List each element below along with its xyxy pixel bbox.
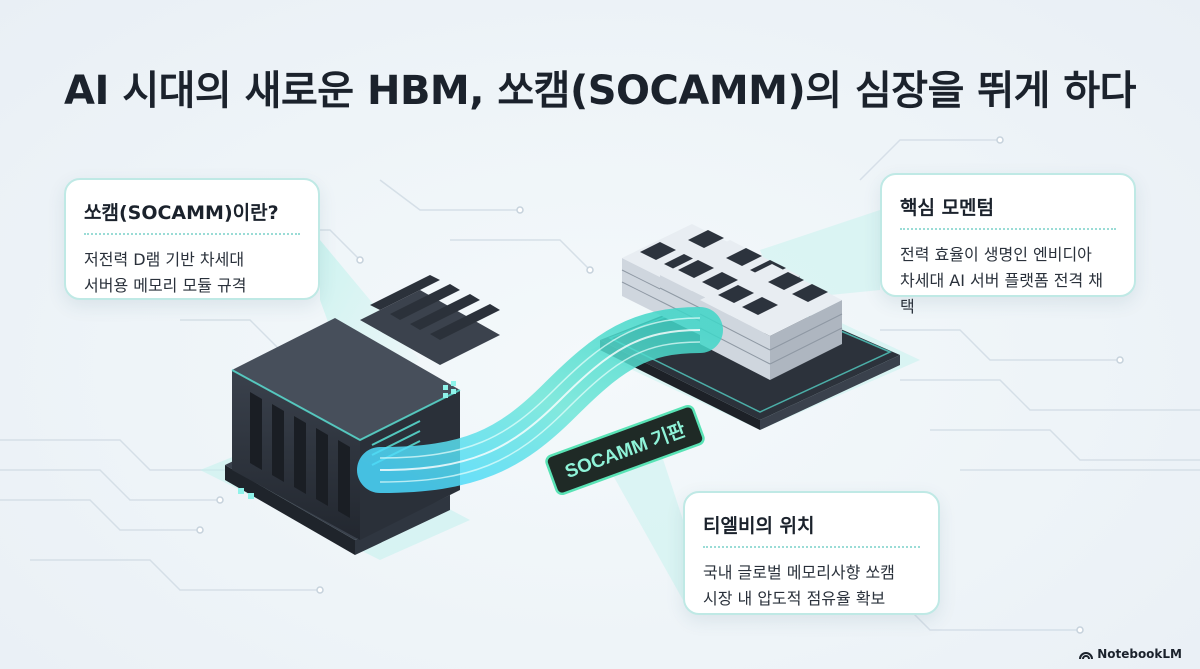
card-divider [703, 546, 920, 548]
card-momentum-title: 핵심 모멘텀 [900, 197, 995, 219]
card-divider [900, 228, 1116, 230]
footer-brand-text: NotebookLM [1097, 647, 1182, 661]
data-cable [357, 307, 723, 493]
card-socamm-title: 쏘캠(SOCAMM)이란? [84, 202, 279, 224]
card-position: 티엘비의 위치 국내 글로벌 메모리사향 쏘캠 시장 내 압도적 점유율 확보 [683, 491, 940, 615]
page-title: AI 시대의 새로운 HBM, 쏘캠(SOCAMM)의 심장을 뛰게 하다 [64, 68, 1136, 114]
card-socamm-line-1: 저전력 D램 기반 차세대 [84, 250, 245, 269]
card-momentum-line-1: 전력 효율이 생명인 엔비디아 [900, 245, 1092, 264]
card-position-title: 티엘비의 위치 [703, 515, 815, 537]
card-momentum-line-2: 차세대 AI 서버 플랫폼 전격 채택 [900, 271, 1104, 316]
card-position-line-2: 시장 내 압도적 점유율 확보 [703, 589, 886, 608]
card-divider [84, 233, 300, 235]
card-socamm: 쏘캠(SOCAMM)이란? 저전력 D램 기반 차세대 서버용 메모리 모듈 규… [64, 178, 320, 300]
card-position-line-1: 국내 글로벌 메모리사향 쏘캠 [703, 563, 895, 582]
card-momentum: 핵심 모멘텀 전력 효율이 생명인 엔비디아 차세대 AI 서버 플랫폼 전격 … [880, 173, 1136, 316]
card-socamm-line-2: 서버용 메모리 모듈 규격 [84, 276, 247, 295]
footer-brand: NotebookLM [1079, 647, 1182, 661]
beam-position [610, 450, 683, 600]
notebooklm-logo-icon [1079, 651, 1094, 659]
circuit-traces [0, 139, 1200, 631]
